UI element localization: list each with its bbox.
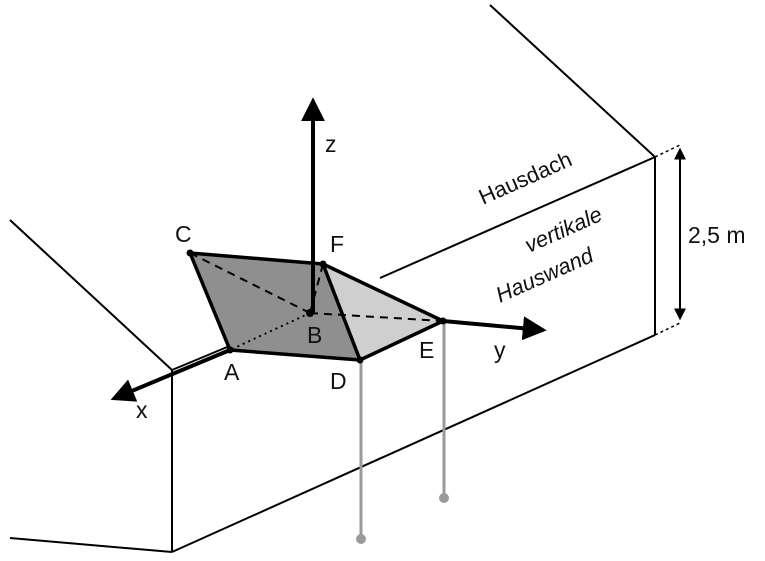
label-e: E <box>419 337 434 363</box>
vertex-e <box>439 317 447 325</box>
roof-label: Hausdach <box>475 146 576 209</box>
label-c: C <box>175 221 192 247</box>
face-right-light <box>323 264 443 360</box>
rod-d-end <box>356 534 366 544</box>
axis-label-x: x <box>136 397 148 423</box>
axis-label-z: z <box>325 131 337 157</box>
rod-e-end <box>439 493 449 503</box>
wall-label-line2: Hauswand <box>492 242 598 307</box>
ground-left-edge <box>9 537 173 553</box>
visible-edges <box>188 251 444 362</box>
y-axis <box>442 316 547 341</box>
vertex-b <box>306 309 314 317</box>
label-f: F <box>330 231 344 257</box>
wall-top-front-edge <box>171 344 233 371</box>
label-d: D <box>330 368 347 394</box>
vertex-c <box>186 249 194 257</box>
roof-front-edge <box>379 156 656 279</box>
vertices <box>186 249 447 364</box>
x-axis <box>110 348 231 402</box>
hidden-edges <box>189 252 444 322</box>
label-b: B <box>307 322 322 348</box>
height-label: 2,5 m <box>688 222 746 248</box>
vertex-a <box>226 346 234 354</box>
vertex-d <box>356 356 364 364</box>
label-a: A <box>224 359 240 385</box>
axis-label-y: y <box>494 337 506 363</box>
support-rods <box>356 321 449 544</box>
vertex-f <box>319 260 327 268</box>
height-dimension: 2,5 m <box>654 144 746 336</box>
face-left-dark <box>190 253 360 360</box>
roof-left-edge <box>9 219 173 371</box>
wall-bottom-edge <box>171 334 656 553</box>
roof-back-edge <box>489 4 656 158</box>
house-outline <box>9 4 656 553</box>
x-axis-hidden <box>229 312 311 351</box>
